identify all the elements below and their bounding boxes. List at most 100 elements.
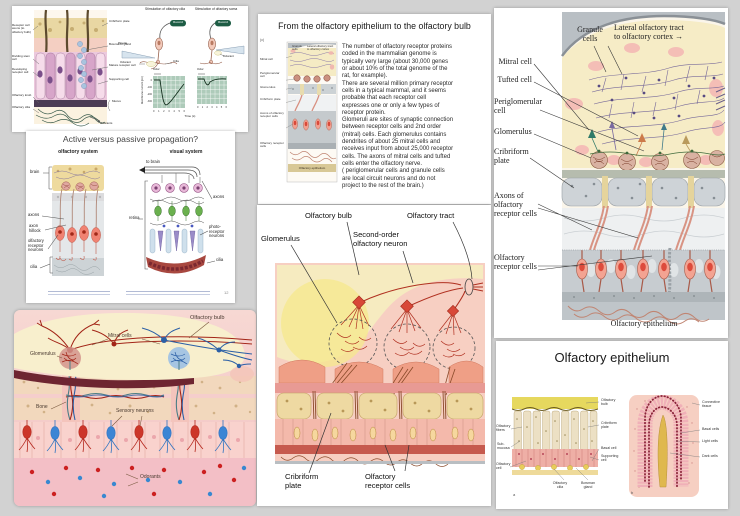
bowmans-gland-icon <box>77 41 87 89</box>
label-olfactory-cell: Olfactory cell <box>496 462 511 471</box>
bulb-detail-caption: Olfactory epithelium <box>610 319 678 328</box>
label-granule-cells: Granule cells <box>577 25 603 43</box>
panel-bulb-cartoon: Olfactory bulb Mitral cells Glomerulus B… <box>14 310 256 506</box>
panel-slide-epithelium-to-bulb: From the olfactory epithelium to the olf… <box>258 14 491 204</box>
figure-marker: (c) <box>260 38 265 42</box>
label-olfactory-bulb: Olfactory bulb <box>305 211 352 220</box>
svg-text:-300: -300 <box>147 100 153 103</box>
epithelium-cross-section <box>32 9 111 127</box>
label-olfactory-cilia: Olfactory cilia <box>12 105 31 109</box>
label-cilia: Cilia <box>173 59 179 63</box>
label-stimulation-soma: Stimulation of olfactory soma <box>194 7 238 11</box>
label-pipette: Pipette <box>118 41 128 45</box>
label-brain: brain <box>30 169 40 174</box>
label-periglomerular-cell: Periglomerular cell <box>494 97 542 115</box>
bulb-detail-art <box>529 12 726 325</box>
panel-epithelium-recording: 0 -100 -200 -300 Membrane current (pA) 0… <box>12 6 248 132</box>
label-cribriform-plate: Cribriform plate <box>285 472 319 490</box>
label-odor-2: Odor <box>197 67 204 71</box>
label-glomerulus: Glomerulus <box>494 127 532 136</box>
mini-label-glomerulus: Glomerulus <box>260 85 276 89</box>
slide-title: From the olfactory epithelium to the olf… <box>278 21 471 31</box>
label-time-axis: Time (s) <box>184 114 196 118</box>
leader-lines <box>290 221 473 474</box>
epithelium-slide-title: Olfactory epithelium <box>554 350 670 365</box>
propagation-art <box>39 165 216 276</box>
label-supporting-cell-a: Supporting cell <box>601 454 619 463</box>
label-receptor-cell-axons: Receptor cell axons (to olfactory bulb) <box>12 23 31 34</box>
recording-figures: 0 -100 -200 -300 Membrane current (pA) 0… <box>121 20 245 113</box>
label-dark-cells-b: Dark cells <box>702 454 718 458</box>
label-receptor-cells: Olfactory receptor cells <box>365 472 411 490</box>
panel-bulb-detail: Granule cells Lateral olfactory tract to… <box>494 8 728 338</box>
label-developing-receptor-cell: Developing receptor cell <box>12 67 29 75</box>
record-label: Record <box>173 20 183 25</box>
olfactory-system-figure <box>52 165 104 276</box>
label-axons-of-receptor-cells: Axons of olfactory receptor cells <box>494 191 537 218</box>
bulb-cartoon-art <box>14 310 256 506</box>
panel-bulb-diagram: Olfactory bulb Olfactory tract Glomerulu… <box>257 205 491 506</box>
mini-label-granule: Granule cells <box>292 44 302 52</box>
svg-text:0: 0 <box>151 79 153 82</box>
source-caption-right <box>126 291 210 295</box>
source-caption-left <box>48 291 110 295</box>
label-olfactory-bulb: Olfactory bulb <box>190 315 225 321</box>
label-cribriform-plate: Cribriform plate <box>109 19 130 23</box>
label-olfactory-knob: Olfactory knob <box>12 93 32 97</box>
label-second-order: Second-order olfactory neuron <box>353 230 408 248</box>
record-pill-icon <box>215 20 231 27</box>
label-cilia-right: cilia <box>216 257 224 262</box>
leader-lines <box>50 321 210 487</box>
label-basal-cells-b: Basal cells <box>702 427 720 431</box>
label-olfactory-cilia-a: Olfactory cilia <box>552 481 568 490</box>
mini-bulb-art <box>286 41 338 183</box>
label-bowmans-gland: Bowman's gland <box>109 42 131 46</box>
label-mucus: Mucus <box>112 99 121 103</box>
leader-lines <box>39 166 216 274</box>
mini-label-axons: Axons of olfactory receptor cells <box>260 111 284 119</box>
label-olfactory-fibers: Olfactory fibers <box>496 424 511 433</box>
svg-text:0 1 2 3 4 5 6: 0 1 2 3 4 5 6 <box>153 109 186 113</box>
leader-lines <box>529 45 653 271</box>
svg-text:-100: -100 <box>147 86 153 89</box>
label-axon-hillock: axon hillock <box>29 223 41 233</box>
fig-a-art <box>512 397 598 475</box>
label-mature-receptor-cell: Mature receptor cell <box>109 63 136 67</box>
svg-text:-200: -200 <box>147 93 153 96</box>
mini-label-mitral-cell: Mitral cell <box>260 57 273 61</box>
fig-a-marker: a <box>513 492 516 497</box>
panel-epithelium-slide: Olfactory epithelium <box>496 341 728 509</box>
label-odorants: Odorants <box>140 474 161 480</box>
svg-text:Membrane current (pA): Membrane current (pA) <box>140 76 144 104</box>
mini-label-receptor-cells: Olfactory receptor cells <box>260 141 284 149</box>
mini-label-tract: Lateral olfactory tract to olfactory cor… <box>307 44 334 52</box>
label-mitral-cell: Mitral cell <box>498 57 532 66</box>
label-photoreceptor-neurons: photo- receptor neurons <box>209 224 225 239</box>
visual-system-heading: visual system <box>169 149 203 155</box>
epithelium-recording-art: 0 -100 -200 -300 Membrane current (pA) 0… <box>32 9 245 127</box>
label-lateral-tract: Lateral olfactory tract to olfactory cor… <box>614 23 684 41</box>
bulb-diagram-art <box>275 221 485 474</box>
fig-b-marker: b <box>631 490 634 495</box>
label-odor-1: Odor <box>153 67 160 71</box>
pipette-icon <box>121 50 156 59</box>
label-stimulation-cilia: Stimulation of olfactory cilia <box>145 7 185 11</box>
olfactory-system-heading: olfactory system <box>58 149 98 155</box>
label-olfactory-receptor-neurons: olfactory receptor neurons <box>28 238 44 253</box>
slide-body-text: The number of olfactory receptor protein… <box>342 44 454 189</box>
fig-b-art <box>629 395 699 497</box>
label-connective-tissue-b: Connective tissue <box>702 400 720 409</box>
label-glomerulus: Glomerulus <box>261 234 300 243</box>
label-olfactory-tract: Olfactory tract <box>407 211 455 220</box>
label-tufted-cell: Tufted cell <box>497 75 532 84</box>
label-glomerulus: Glomerulus <box>30 351 56 357</box>
label-mitral-cells: Mitral cells <box>108 333 132 339</box>
visual-system-figure <box>139 166 206 274</box>
label-bowman-gland-a: Bowman gland <box>581 481 595 490</box>
label-axons-right: axons <box>213 194 225 199</box>
label-odorant-2: Odorant <box>223 54 234 58</box>
mini-label-periglomerular: Periglomerular cell <box>260 71 280 79</box>
panel-propagation: Active versus passive propagation? olfac… <box>26 131 235 303</box>
label-cilia-left: cilia <box>30 264 38 269</box>
label-bone: Bone <box>36 404 48 410</box>
